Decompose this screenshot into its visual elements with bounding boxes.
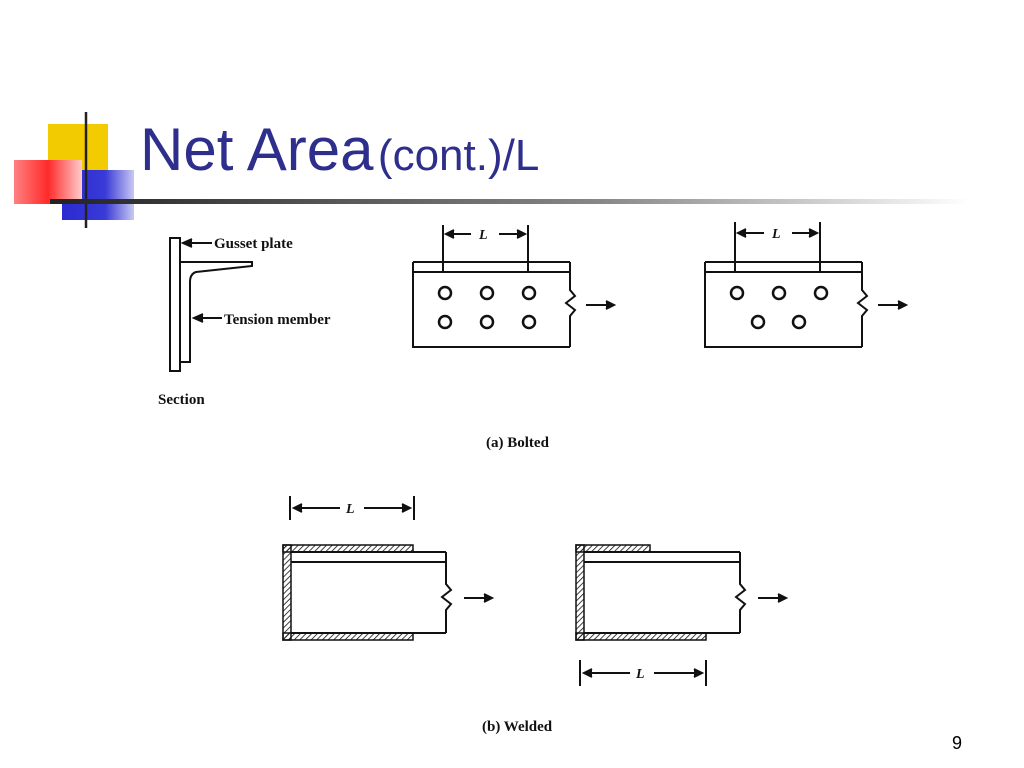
bolted-connection-b [704, 222, 909, 348]
bolted-a-length-label: L [478, 228, 488, 243]
gusset-plate-label: Gusset plate [214, 236, 293, 252]
welded-connection-b [575, 544, 789, 686]
title-underline [50, 199, 970, 204]
tension-member-label: Tension member [224, 312, 331, 328]
welded-a-length-label: L [345, 502, 355, 517]
bolted-caption: (a) Bolted [486, 435, 550, 451]
slide-title-sub: (cont.)/L [377, 131, 540, 180]
welded-caption: (b) Welded [482, 719, 553, 735]
welded-connection-a [282, 496, 495, 641]
section-label: Section [158, 392, 205, 408]
bolt-holes-a [437, 285, 537, 330]
bolted-connection-a [412, 225, 617, 348]
slide-number: 9 [951, 733, 962, 753]
slide-title: Net Area (cont.)/L [140, 120, 539, 180]
logo-red-square [14, 160, 82, 204]
gusset-plate-shape [169, 237, 181, 372]
section-view [169, 237, 253, 372]
welded-b-length-label: L [635, 667, 645, 682]
tension-member-shape [179, 261, 253, 363]
bolted-b-length-label: L [771, 227, 781, 242]
bolt-holes-b [729, 285, 829, 330]
slide-title-main: Net Area [140, 116, 374, 183]
